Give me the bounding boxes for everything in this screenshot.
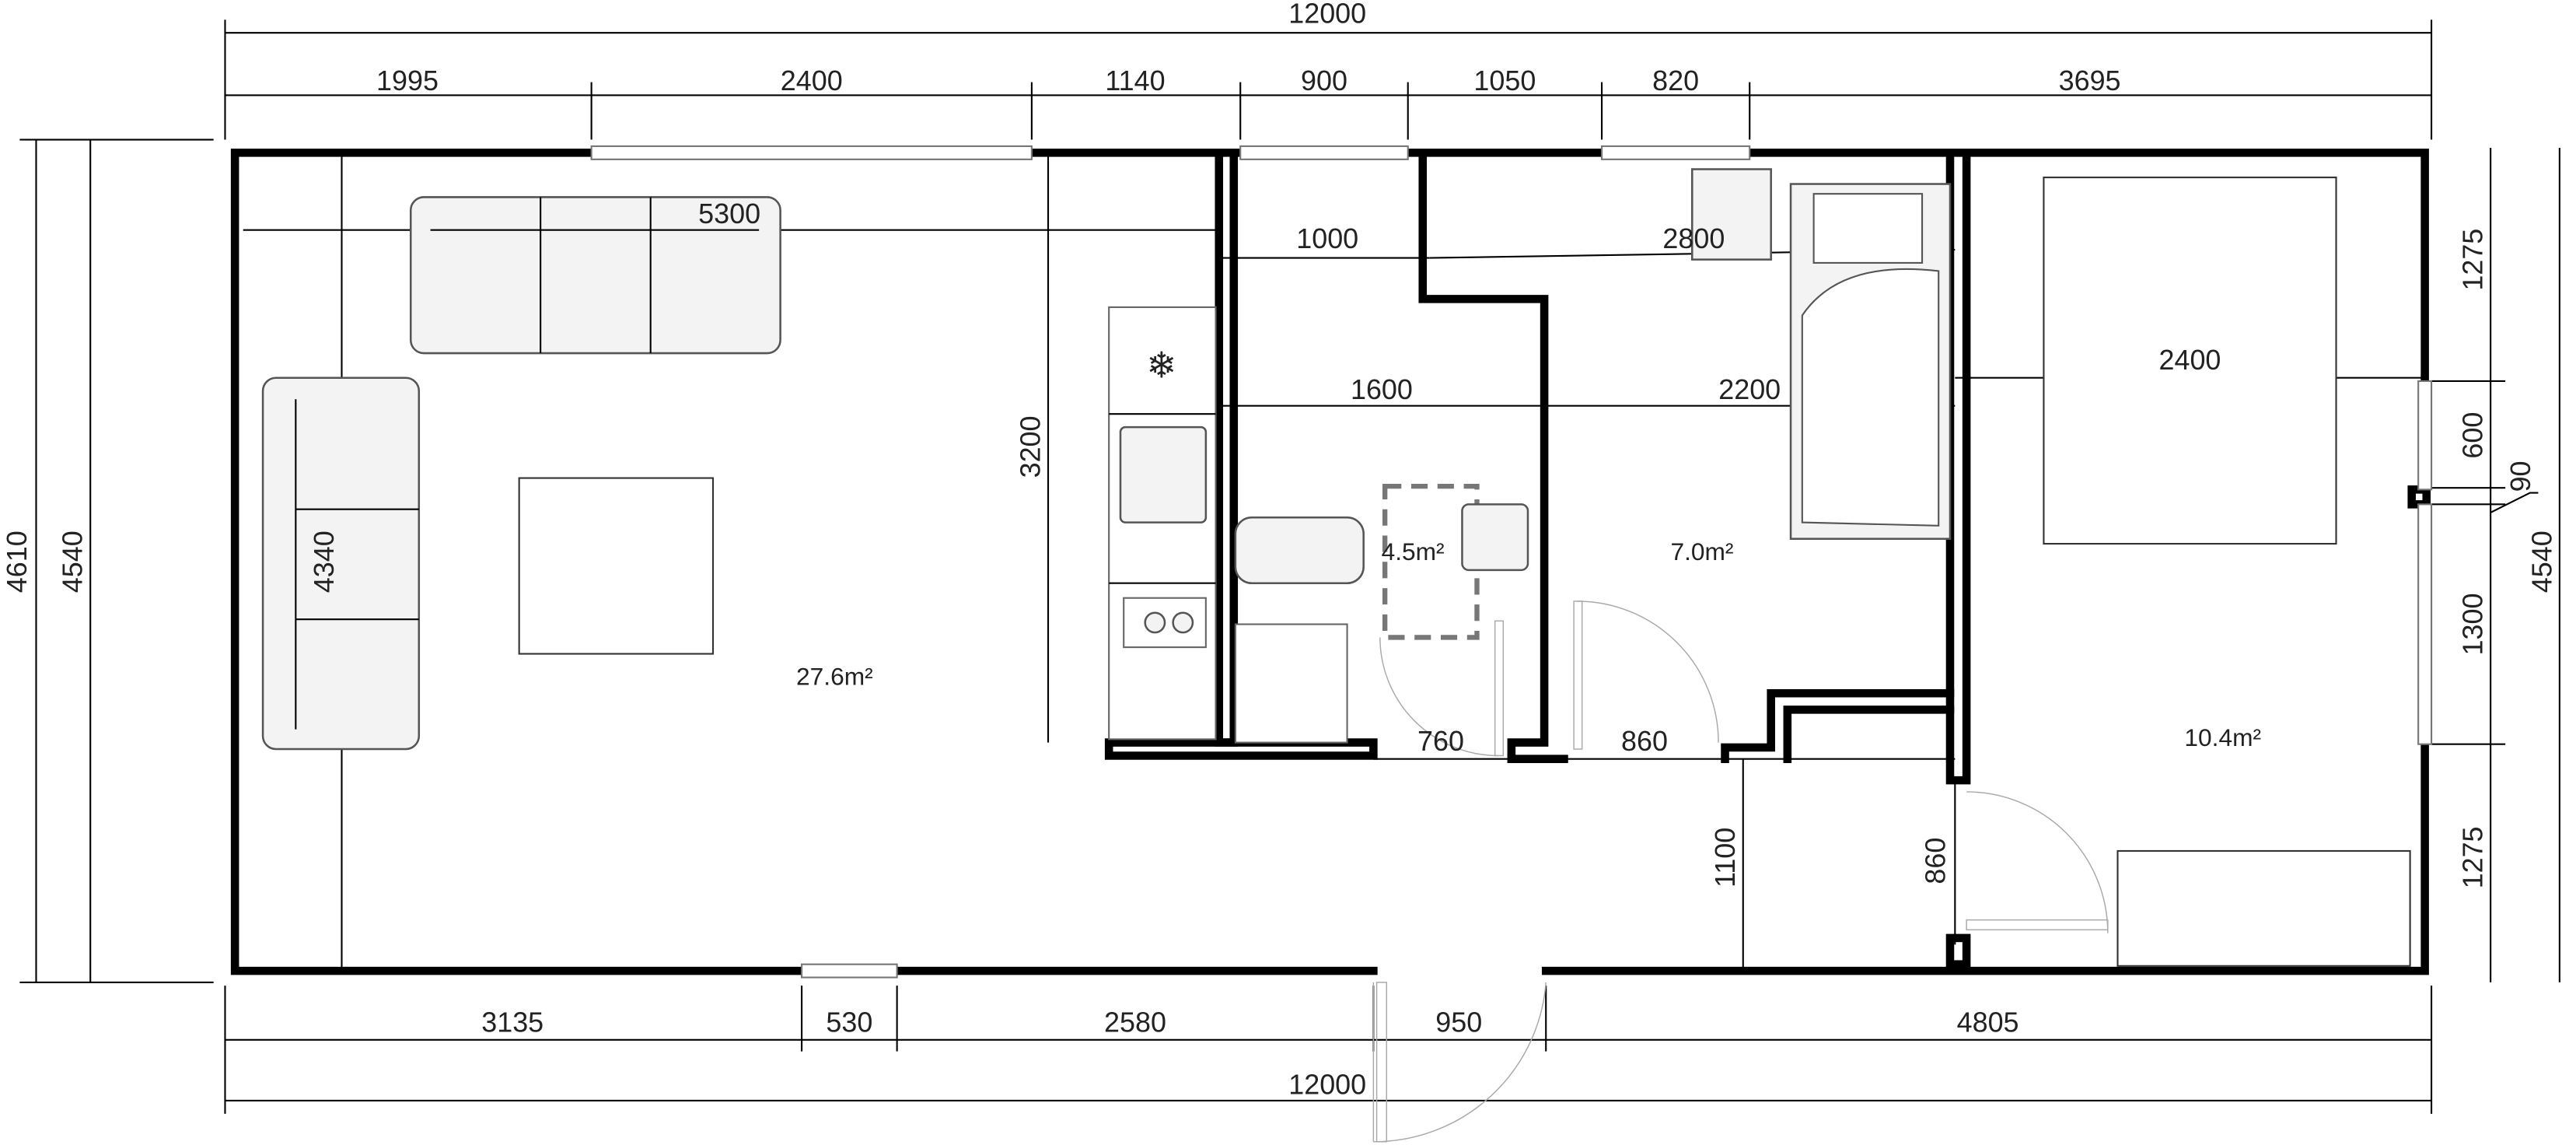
dim-top: 2400	[781, 65, 843, 96]
stove-burner	[1172, 611, 1194, 634]
desk	[1691, 168, 1772, 261]
dim-hall-top: 1000	[1296, 222, 1358, 254]
dim-right: 600	[2457, 412, 2489, 459]
windows	[590, 145, 2433, 979]
dim-bed2-width: 2200	[1718, 373, 1781, 405]
dim-bed1-width: 2400	[2159, 344, 2221, 376]
dim-bed2-top: 2800	[1662, 222, 1725, 254]
dim-bottom: 950	[1435, 1006, 1482, 1038]
dim-living-depth: 4340	[308, 530, 340, 593]
dim-bath-door: 760	[1417, 725, 1464, 757]
area-living: 27.6m²	[796, 663, 873, 691]
area-bedroom1: 10.4m²	[2184, 723, 2261, 751]
dim-bath-width: 1600	[1351, 373, 1413, 405]
snowflake-icon: ❄	[1146, 345, 1176, 386]
dim-right: 1300	[2457, 594, 2489, 656]
dim-right: 1275	[2457, 826, 2489, 888]
dim-top: 3695	[2059, 65, 2121, 96]
dim-left-inner: 4540	[57, 530, 89, 593]
toilet	[1234, 516, 1365, 584]
room-areas: 27.6m² 4.5m² 7.0m² 10.4m²	[796, 537, 2261, 751]
dim-top: 820	[1652, 65, 1699, 96]
sofa	[261, 376, 421, 751]
double-bed	[2043, 177, 2337, 545]
dim-kitchen-depth: 3200	[1014, 416, 1046, 478]
dim-bottom: 4805	[1957, 1006, 2019, 1038]
dim-bed1-door: 860	[1920, 838, 1952, 884]
dim-bottom: 530	[826, 1006, 872, 1038]
dim-top: 1140	[1105, 65, 1165, 96]
area-bath: 4.5m²	[1382, 537, 1445, 565]
dim-top: 1995	[376, 65, 439, 96]
coffee-table	[518, 477, 715, 655]
bath-sink	[1461, 503, 1529, 572]
dim-bottom: 2580	[1104, 1006, 1166, 1038]
dim-top: 900	[1301, 65, 1347, 96]
dim-top-total: 12000	[1288, 0, 1366, 30]
area-bedroom2: 7.0m²	[1670, 537, 1733, 565]
dim-bottom-total: 12000	[1288, 1069, 1366, 1101]
dim-right-total: 4540	[2525, 530, 2557, 593]
dim-bed2-door: 860	[1621, 725, 1668, 757]
dim-left-outer: 4610	[1, 530, 33, 593]
doors	[1372, 601, 2109, 1143]
wardrobe	[2116, 849, 2411, 967]
dimension-labels: 12000 1995 2400 1140 900 1050 820 3695 3…	[1, 0, 2558, 1101]
dim-top: 1050	[1473, 65, 1536, 96]
sofa	[409, 196, 781, 355]
stove-burner	[1144, 611, 1166, 634]
furniture: ❄	[261, 168, 2411, 967]
dim-hall-depth: 1100	[1709, 828, 1741, 888]
dim-bottom: 3135	[481, 1006, 544, 1038]
dim-right: 1275	[2457, 229, 2489, 291]
dim-living-width: 5300	[698, 198, 760, 229]
kitchen-sink	[1119, 425, 1208, 523]
dim-right-post: 90	[2504, 460, 2536, 492]
